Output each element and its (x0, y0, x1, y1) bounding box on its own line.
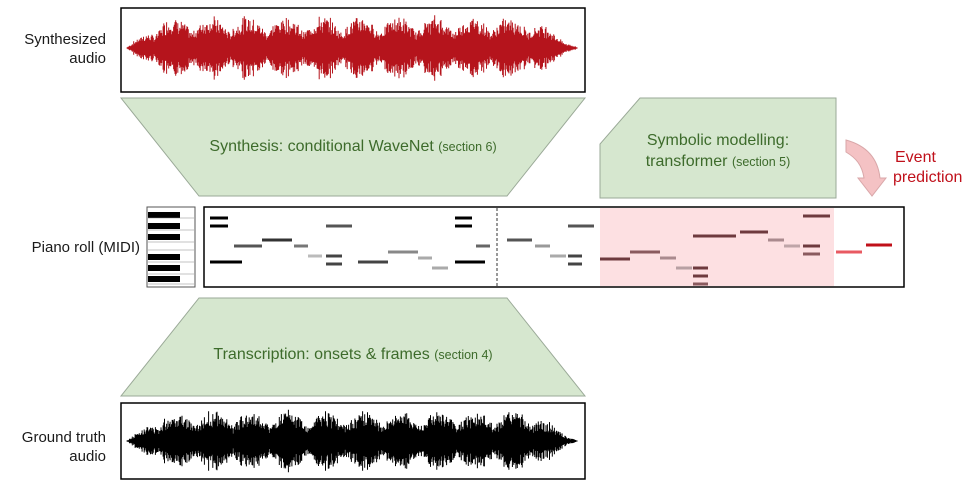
midi-note (326, 224, 352, 228)
event-label-line2: prediction (893, 169, 963, 186)
event-prediction-label: Event prediction (893, 148, 969, 188)
midi-note (803, 214, 830, 218)
midi-note (507, 238, 532, 242)
black-key (148, 212, 180, 218)
symbolic-label-line1: Symbolic modelling: (646, 132, 790, 149)
midi-note (210, 216, 228, 220)
black-key (148, 265, 180, 271)
transcription-label-section: (section 4) (434, 348, 493, 362)
midi-note (308, 254, 322, 258)
symbolic-modelling-box (599, 97, 837, 199)
midi-note (388, 250, 418, 254)
midi-note (693, 266, 708, 270)
ground-truth-audio-label-line1: Ground truth (21, 429, 106, 446)
midi-note (476, 244, 490, 248)
midi-note (326, 262, 342, 266)
black-key (148, 254, 180, 260)
curved-arrow-down-icon (845, 139, 888, 197)
midi-note (740, 230, 768, 234)
black-key (148, 223, 180, 229)
midi-note (535, 244, 550, 248)
synthesized-audio-label-line1: Synthesized (24, 31, 106, 48)
synthesis-label: Synthesis: conditional WaveNet (section … (140, 136, 566, 158)
midi-note (630, 250, 660, 254)
synthesized-audio-label: Synthesized audio (0, 30, 106, 68)
transcription-label-main: Transcription: onsets & frames (213, 346, 430, 363)
midi-note (693, 274, 708, 278)
midi-note (784, 244, 800, 248)
synthesized-audio-label-line2: audio (69, 50, 106, 67)
midi-note (600, 257, 630, 261)
symbolic-label-line2: transformer (645, 153, 728, 170)
symbolic-modelling-label: Symbolic modelling: transformer (section… (606, 130, 830, 173)
midi-note (234, 244, 262, 248)
midi-note (210, 260, 242, 264)
midi-note (262, 238, 292, 242)
midi-note (768, 238, 784, 242)
event-label-line1: Event (895, 149, 936, 166)
piano-roll-label: Piano roll (MIDI) (31, 239, 140, 256)
piano-keyboard-icon (146, 206, 196, 288)
midi-note (432, 266, 448, 270)
midi-note (294, 244, 308, 248)
synthesized-waveform (126, 15, 578, 81)
midi-note (550, 254, 566, 258)
ground-truth-audio-label-line2: audio (69, 448, 106, 465)
midi-note (866, 243, 892, 247)
midi-note (568, 224, 594, 228)
black-key (148, 276, 180, 282)
midi-note (676, 266, 692, 270)
midi-note (803, 252, 820, 256)
symbolic-label-line2-wrap: transformer (section 5) (606, 151, 830, 173)
midi-note (418, 256, 432, 260)
midi-note (568, 254, 582, 258)
ground-truth-waveform (126, 409, 578, 473)
synthesis-label-section: (section 6) (438, 140, 497, 154)
midi-note (210, 224, 228, 228)
midi-note (455, 216, 472, 220)
synthesis-label-main: Synthesis: conditional WaveNet (209, 138, 434, 155)
synthesis-box (119, 97, 587, 197)
midi-note (358, 260, 388, 264)
symbolic-label-section: (section 5) (731, 155, 791, 169)
midi-note (660, 256, 676, 260)
midi-note (326, 254, 342, 258)
ground-truth-audio-label: Ground truth audio (0, 428, 106, 466)
transcription-label: Transcription: onsets & frames (section … (140, 344, 566, 366)
piano-roll-notes (210, 214, 892, 286)
midi-note (693, 282, 708, 286)
midi-note (568, 262, 582, 266)
transcription-box (119, 297, 587, 397)
midi-note (836, 250, 862, 254)
midi-note (455, 260, 485, 264)
midi-note (803, 244, 820, 248)
midi-note (693, 234, 736, 238)
midi-note (455, 224, 472, 228)
black-key (148, 234, 180, 240)
